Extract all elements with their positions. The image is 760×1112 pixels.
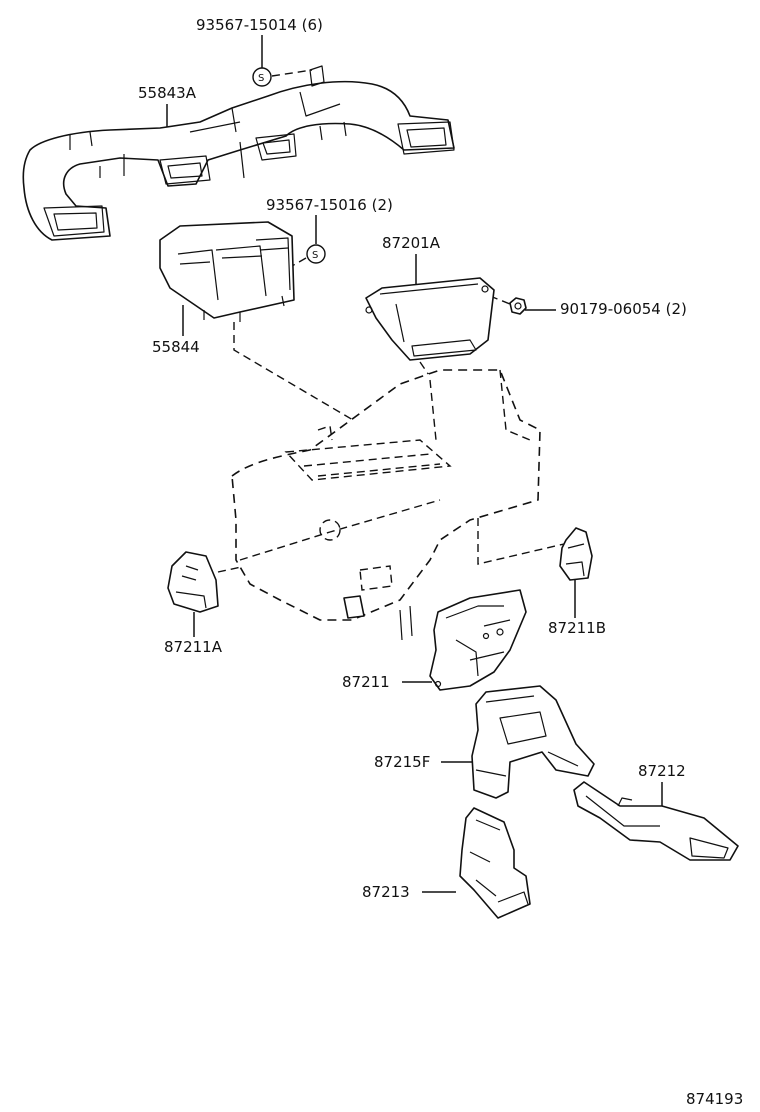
connector-edges (179, 247, 289, 265)
part-87211-duct (429, 589, 527, 691)
label-87212: 87212 (638, 762, 686, 780)
part-87213-duct (459, 807, 531, 919)
dash-55844-to-heater (233, 322, 371, 431)
label-87213: 87213 (362, 883, 410, 901)
duct-edges (469, 819, 529, 905)
part-87211b-duct (559, 527, 593, 581)
nut-hole (514, 302, 522, 310)
duct-edges (565, 543, 585, 577)
mount-hole (482, 632, 490, 640)
outlet-right (397, 121, 455, 155)
outlet-left (43, 205, 105, 237)
dash-87211b (477, 492, 565, 565)
duct-tab (309, 65, 325, 87)
outlet-center-right (255, 133, 297, 161)
label-87201a: 87201A (382, 234, 441, 252)
dash-87201a-to-heater (419, 361, 447, 401)
heater-tower (429, 369, 531, 441)
mount-hole (481, 285, 489, 293)
heater-top-panel (284, 439, 452, 481)
heater-top-slots (303, 453, 441, 477)
dash-screw-1 (271, 69, 313, 77)
duct-body (167, 551, 219, 613)
duct-edges (585, 795, 729, 859)
screw-symbol: S (312, 250, 318, 261)
screw-icon (306, 244, 326, 264)
connector-ports (177, 237, 291, 301)
dash-screw-2 (291, 257, 307, 267)
label-55843a: 55843A (138, 84, 197, 102)
heater-body (231, 369, 541, 621)
part-87211a-duct (167, 551, 219, 613)
label-90179-06054: 90179-06054 (2) (560, 300, 687, 318)
outlet-left-inner (53, 212, 98, 231)
connector-tabs (203, 295, 285, 322)
duct-edges (475, 695, 579, 777)
label-87215f: 87215F (374, 753, 430, 771)
part-55844-connector (159, 221, 295, 322)
duct-edges (175, 565, 207, 609)
part-87215f-duct (471, 685, 595, 799)
mount-hole (496, 628, 504, 636)
screw-93567-15014: S (252, 67, 272, 87)
part-87201a-duct (365, 277, 495, 361)
mount-hole (434, 680, 442, 688)
label-87211: 87211 (342, 673, 390, 691)
label-93567-15016: 93567-15016 (2) (266, 196, 393, 214)
duct-body (471, 685, 595, 799)
duct-edges (189, 91, 341, 133)
duct-body (459, 807, 531, 919)
outlet-center-right-inner (262, 139, 291, 155)
part-55843a-duct (22, 65, 455, 241)
screw-icon (252, 67, 272, 87)
nut-90179-06054 (509, 297, 527, 315)
mount-hole (365, 306, 373, 314)
heater-drain (399, 605, 413, 641)
heater-unit-reference (231, 369, 541, 641)
label-55844: 55844 (152, 338, 200, 356)
heater-box (359, 565, 393, 591)
duct-body (573, 781, 739, 861)
duct-body (365, 277, 495, 361)
label-93567-15014: 93567-15014 (6) (196, 16, 323, 34)
connector-body (159, 221, 295, 319)
duct-ribs (69, 121, 347, 179)
catalog-number: 874193 (686, 1090, 743, 1108)
heater-pipe (317, 425, 333, 441)
heater-port (319, 519, 341, 541)
heater-tab (343, 595, 365, 619)
label-87211b: 87211B (548, 619, 606, 637)
duct-edges (445, 605, 511, 677)
nut-icon (509, 297, 527, 315)
part-87212-duct (573, 781, 739, 861)
duct-edges (379, 283, 479, 357)
duct-body (559, 527, 593, 581)
label-87211a: 87211A (164, 638, 223, 656)
screw-symbol: S (258, 73, 264, 84)
outlet-center-left-inner (167, 162, 203, 179)
outlet-right-inner (406, 127, 447, 148)
heater-midline (239, 499, 441, 561)
duct-body (22, 80, 455, 241)
outlet-center-left (159, 155, 211, 185)
screw-93567-15016: S (306, 244, 326, 264)
